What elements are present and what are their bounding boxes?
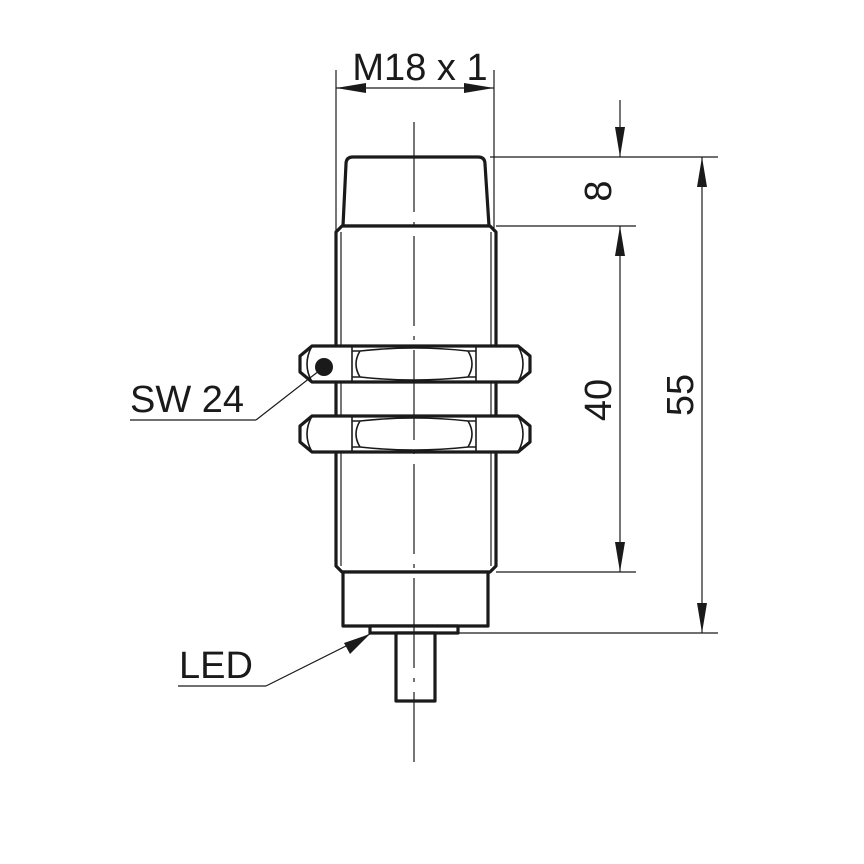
leader-dot <box>315 358 333 376</box>
wrench-size-leader <box>130 358 333 421</box>
extension-lines <box>458 156 718 634</box>
wrench-size-label: SW 24 <box>130 379 244 421</box>
led-leader <box>178 633 371 687</box>
cap-dimension <box>615 100 625 572</box>
thread-length-label: 40 <box>578 379 620 421</box>
thread-length-dimension <box>615 542 625 572</box>
led-label: LED <box>179 645 253 687</box>
cable <box>394 631 437 703</box>
thread-label: M18 x 1 <box>352 47 487 89</box>
cap-height-label: 8 <box>578 180 620 201</box>
threaded-barrel <box>334 224 498 574</box>
upper-nut <box>298 344 532 384</box>
overall-length-dimension <box>697 157 707 633</box>
sensor-body <box>334 155 498 703</box>
lower-nut <box>298 414 532 454</box>
thread-dimension <box>335 70 495 232</box>
bottom-housing <box>341 570 490 628</box>
sensing-cap <box>341 155 491 228</box>
overall-length-label: 55 <box>660 374 702 416</box>
